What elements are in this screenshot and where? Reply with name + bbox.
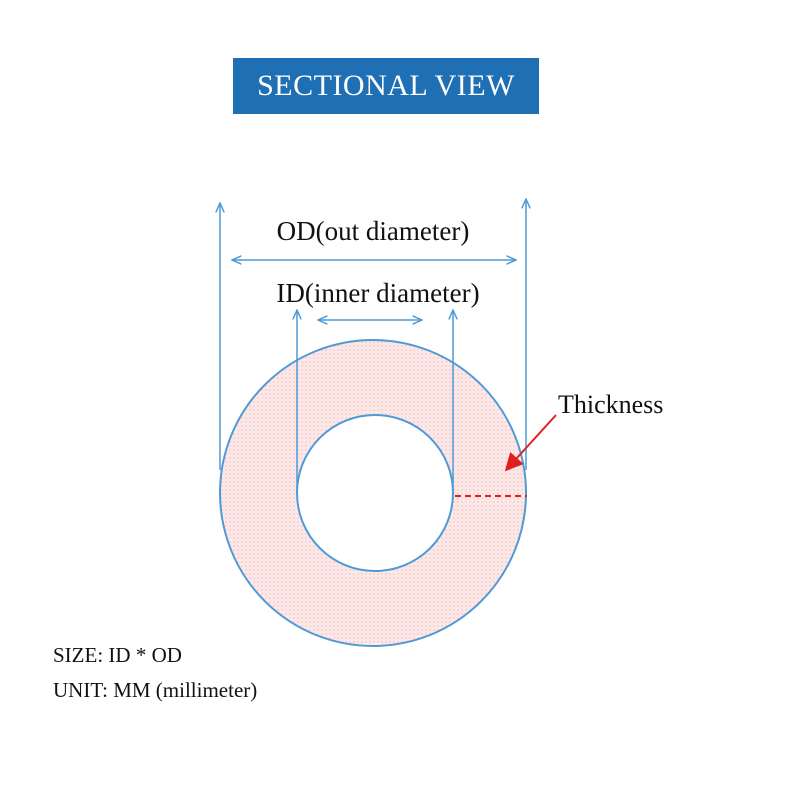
size-note: SIZE: ID * OD [53,643,182,667]
unit-note: UNIT: MM (millimeter) [53,678,258,702]
title-banner: SECTIONAL VIEW [233,58,539,114]
inner-circle [296,414,454,572]
thickness-label: Thickness [558,390,663,419]
thickness-pointer-arrow [504,414,557,472]
id-label: ID(inner diameter) [276,278,479,308]
outer-circle [219,339,527,647]
od-label: OD(out diameter) [277,216,470,246]
tube-ring [220,340,526,646]
